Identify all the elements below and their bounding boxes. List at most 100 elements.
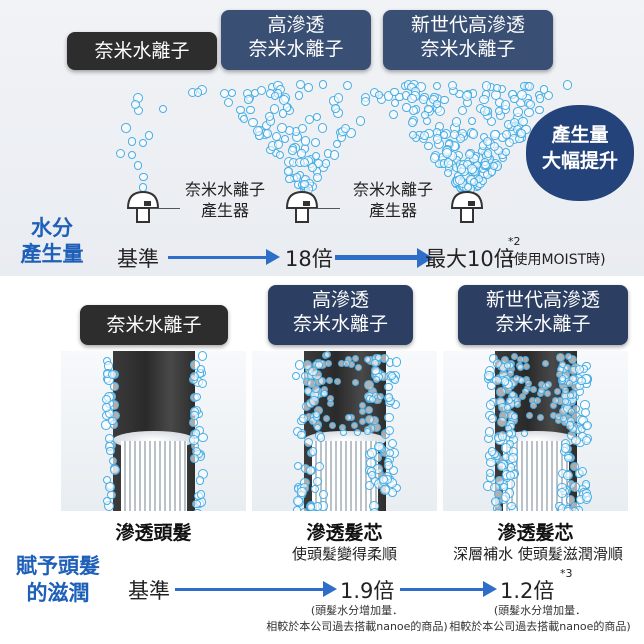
water-bubble: [139, 138, 148, 148]
water-bubble: [311, 151, 320, 160]
water-bubble: [419, 130, 429, 140]
water-bubble: [479, 95, 489, 105]
water-bubble: [306, 502, 315, 511]
water-bubble: [273, 139, 283, 149]
water-bubble: [106, 446, 115, 456]
top-mid-value: 18倍: [285, 247, 333, 271]
water-bubble: [351, 422, 359, 430]
water-bubble: [288, 146, 297, 155]
water-bubble: [483, 149, 492, 158]
water-bubble: [539, 85, 548, 94]
water-bubble: [565, 421, 575, 431]
hair-moisture-label: 賦予頭髮 的滋潤: [16, 554, 100, 606]
water-bubble: [380, 485, 391, 495]
water-bubble: [311, 385, 320, 394]
bottom-arrowhead-1: [323, 581, 337, 597]
water-bubble: [443, 158, 454, 168]
water-bubble: [484, 427, 495, 437]
water-bubble: [533, 396, 541, 404]
water-bubble: [323, 415, 331, 423]
water-bubble: [368, 471, 377, 480]
water-bubble: [333, 93, 344, 104]
water-bubble: [424, 141, 433, 151]
water-bubble: [467, 116, 477, 126]
water-bubble: [517, 129, 527, 138]
bottom-note-1: (頭髮水分增加量． 相較於本公司過去搭載nanoe的商品): [266, 604, 448, 633]
water-bubble: [262, 128, 272, 138]
top-arrowhead-2: [417, 248, 433, 268]
water-bubble: [108, 416, 117, 426]
water-bubble: [355, 116, 366, 127]
water-bubble: [197, 365, 206, 374]
water-bubble: [562, 506, 573, 511]
bottom-mid-value: 1.9倍: [340, 579, 395, 603]
water-bubble: [529, 386, 537, 394]
water-bubble: [571, 435, 581, 446]
water-bubble: [247, 117, 258, 128]
water-bubble: [458, 105, 468, 116]
water-bubble: [294, 91, 304, 101]
water-bubble: [193, 88, 203, 97]
water-bubble: [449, 130, 460, 140]
water-bubble: [494, 107, 504, 116]
water-bubble: [574, 364, 585, 375]
water-bubble: [299, 158, 309, 168]
hair-panel-1: [61, 351, 246, 511]
water-bubble: [581, 408, 590, 418]
water-bubble: [352, 378, 360, 386]
water-bubble: [343, 359, 351, 367]
water-bubble: [503, 362, 511, 370]
generator-icon-1: [126, 190, 160, 223]
water-bubble: [328, 422, 336, 430]
water-bubble: [512, 375, 520, 383]
water-bubble: [364, 405, 374, 414]
bottom-arrow-1: [175, 588, 325, 591]
water-bubble: [462, 91, 472, 101]
water-bubble: [582, 420, 593, 431]
water-bubble: [521, 429, 529, 437]
water-bubble: [244, 95, 253, 104]
water-bubble: [391, 356, 402, 367]
water-bubble: [368, 395, 376, 403]
water-bubble: [269, 104, 280, 114]
water-bubble: [196, 476, 205, 485]
water-bubble: [563, 80, 573, 90]
water-bubble: [108, 369, 118, 380]
water-bubble: [358, 401, 366, 409]
water-bubble: [344, 414, 352, 422]
water-bubble: [543, 90, 554, 101]
water-bubble: [364, 415, 374, 425]
water-bubble: [440, 95, 449, 105]
water-bubble: [239, 114, 248, 123]
water-bubble: [508, 390, 516, 398]
water-bubble: [496, 387, 506, 397]
subcaption-2: 使頭髮變得柔順: [291, 545, 397, 563]
water-bubble: [352, 354, 360, 362]
water-bubble: [565, 379, 573, 387]
water-bubble: [559, 360, 567, 368]
water-bubble: [487, 413, 498, 424]
water-bubble: [334, 378, 342, 386]
water-bubble: [189, 454, 199, 463]
water-bubble: [306, 378, 316, 388]
water-bubble: [325, 377, 333, 385]
water-bubble: [364, 427, 372, 435]
water-bubble: [292, 371, 301, 381]
water-bubble: [374, 354, 382, 362]
water-bubble: [560, 415, 568, 423]
water-bubble: [198, 379, 208, 389]
water-bubble: [105, 434, 115, 443]
water-bubble: [402, 103, 411, 112]
water-bubble: [485, 400, 496, 410]
water-bubble: [486, 458, 496, 468]
water-bubble: [447, 80, 458, 90]
water-bubble: [451, 117, 461, 127]
water-bubble: [469, 177, 478, 186]
water-bubble: [193, 509, 202, 511]
water-bubble: [433, 99, 442, 109]
water-bubble: [321, 159, 331, 169]
water-bubble: [361, 96, 371, 106]
water-bubble: [279, 94, 290, 105]
water-bubble: [552, 397, 560, 405]
water-bubble: [257, 85, 267, 95]
